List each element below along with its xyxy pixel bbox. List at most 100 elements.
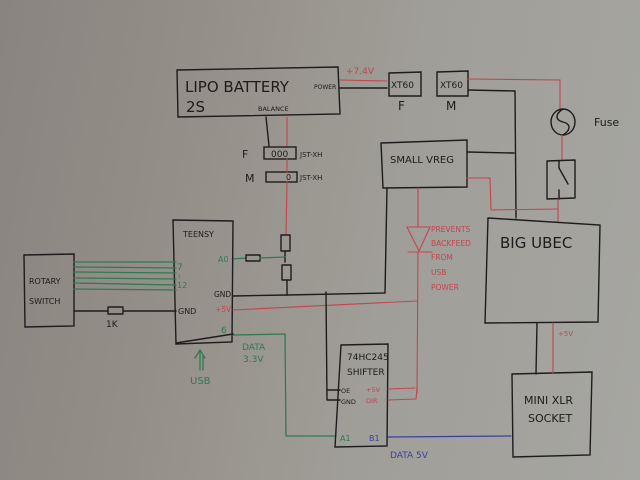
small-vreg: SMALL VREG <box>380 139 468 189</box>
shifter-gnd-wire <box>325 291 341 401</box>
xt60-male: XT60 M <box>436 70 469 113</box>
rotary-wire-2 <box>73 266 177 269</box>
jst-male-box <box>265 171 298 183</box>
teensy-pin-5v: +5V <box>215 305 232 314</box>
data-5v-wire <box>387 435 512 438</box>
a0-series-resistor <box>245 254 261 262</box>
teensy-pin-7: 7 <box>177 263 183 273</box>
rotary-wire-5 <box>73 282 177 286</box>
teensy-pin-gnd-left: GND <box>178 307 196 316</box>
diode-note-line4: USB <box>431 268 446 277</box>
jst-female: F 000 JST-XH <box>242 146 322 161</box>
rotary-wire-4 <box>73 277 177 280</box>
mini-xlr-socket: MINI XLR SOCKET <box>511 371 593 458</box>
data-33v-wire <box>232 333 336 437</box>
teensy-bottom-edge <box>175 333 234 344</box>
rotary-switch: ROTARY SWITCH <box>23 253 75 328</box>
balance-wire-black <box>265 116 270 147</box>
jst-female-pins: 000 <box>271 150 288 160</box>
diode-to-5v-rail <box>416 251 419 394</box>
rotary-data-wires <box>73 261 177 291</box>
rotary-switch-line2: SWITCH <box>29 297 60 306</box>
xt60-female-box <box>388 71 422 97</box>
small-vreg-box <box>380 139 468 189</box>
a0-wire-left <box>231 257 247 260</box>
jst-male-label: JST-XH <box>299 174 322 182</box>
jst-male-pins: 0 <box>286 173 291 182</box>
a0-wire-right <box>259 256 286 259</box>
battery-balance-pin: BALANCE <box>258 105 289 113</box>
rotary-wire-3 <box>73 271 177 274</box>
power-switch <box>546 159 576 200</box>
diode-note-line2: BACKFEED <box>431 239 471 248</box>
divider-resistor-bottom <box>281 264 292 281</box>
fuse: Fuse <box>550 108 619 136</box>
rotary-wire-6 <box>73 288 177 291</box>
xlr-box <box>511 371 593 458</box>
vreg-power-in <box>466 177 559 211</box>
power-wire-battery-to-xt60 <box>339 79 388 82</box>
shifter-pin-gnd: GND <box>341 398 356 406</box>
diode-note-line3: FROM <box>431 253 453 262</box>
rotary-switch-box <box>23 253 75 328</box>
diode-triangle <box>406 226 431 253</box>
data-33v-label-line1: DATA <box>242 343 266 353</box>
data-5v-label: DATA 5V <box>390 451 429 461</box>
diode-note-line1: PREVENTS <box>431 225 471 234</box>
usb-label: USB <box>190 376 211 387</box>
xt60-female-gender: F <box>398 99 405 113</box>
fuse-label: Fuse <box>594 116 619 129</box>
xt60-female-label: XT60 <box>391 81 414 91</box>
shifter-pin-dir: DIR <box>366 397 378 405</box>
level-shifter: 74HC245 SHIFTER OE GND +5V DIR A1 B1 <box>334 343 389 448</box>
jst-female-box <box>263 146 297 160</box>
battery-power-pin: POWER <box>314 84 336 91</box>
jst-male-gender: M <box>245 172 255 185</box>
shifter-pin-a1: A1 <box>340 434 351 443</box>
xt60-male-label: XT60 <box>440 81 463 91</box>
diode-note-line5: POWER <box>431 283 459 292</box>
jst-female-gender: F <box>242 148 248 161</box>
battery-cells: 2S <box>186 98 205 116</box>
big-ubec: BIG UBEC <box>484 217 601 324</box>
usb-indicator: USB <box>190 348 211 387</box>
shifter-line1: 74HC245 <box>347 353 389 363</box>
usb-arrow-icon <box>194 348 206 371</box>
switch-lever <box>558 167 569 185</box>
rotary-switch-line1: ROTARY <box>29 277 61 286</box>
teensy-box <box>172 219 234 345</box>
fuse-s-curve <box>556 108 570 136</box>
big-ubec-label: BIG UBEC <box>500 234 572 252</box>
teensy-5v-rail <box>232 300 418 311</box>
teensy-pin-dot: ! <box>178 274 180 281</box>
shifter-pin-5v: +5V <box>366 386 381 394</box>
xlr-line1: MINI XLR <box>524 394 573 407</box>
battery-title: LIPO BATTERY <box>185 78 290 96</box>
teensy: TEENSY A0 7 ! 12 GND GND +5V 6 <box>172 219 234 345</box>
jst-female-label: JST-XH <box>299 151 322 159</box>
shifter-box <box>334 343 389 448</box>
teensy-pin-6: 6 <box>221 326 227 336</box>
balance-wire-to-divider <box>285 181 288 236</box>
teensy-pin-a0: A0 <box>218 255 229 264</box>
xt60-female: XT60 F <box>388 71 422 113</box>
big-ubec-box <box>484 217 601 324</box>
switch-box <box>546 159 576 200</box>
xlr-line2: SOCKET <box>528 412 572 425</box>
shifter-line2: SHIFTER <box>347 368 385 378</box>
teensy-pin-gnd-right: GND <box>214 290 231 299</box>
divider-resistor-top <box>280 234 291 252</box>
ubec-ground-to-xlr <box>535 322 538 375</box>
shifter-pin-oe: OE <box>341 387 350 395</box>
small-vreg-label: SMALL VREG <box>390 155 454 166</box>
backfeed-diode: PREVENTS BACKFEED FROM USB POWER <box>406 225 471 292</box>
ground-bus-right <box>467 89 517 215</box>
teensy-gnd-right-wire <box>232 294 288 297</box>
lipo-battery: LIPO BATTERY 2S POWER BALANCE <box>176 66 341 118</box>
vreg-ground-to-bus <box>466 151 515 154</box>
shifter-5v-dir-wires <box>387 387 418 401</box>
voltage-74-label: +7.4V <box>346 67 375 77</box>
vreg-ground-to-teensy <box>286 187 388 296</box>
power-wire-xt60-to-fuse <box>467 78 561 111</box>
jst-male: M 0 JST-XH <box>245 171 322 185</box>
